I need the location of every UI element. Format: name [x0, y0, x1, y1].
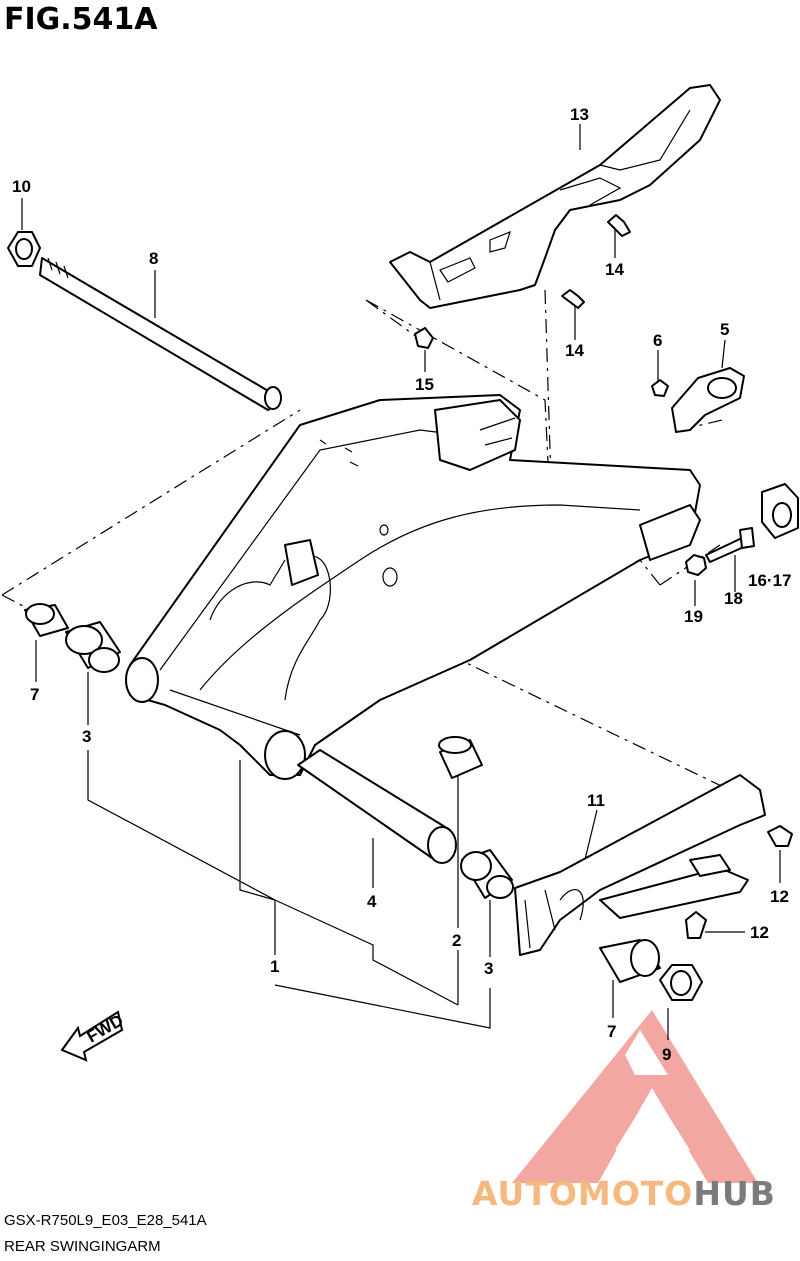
part-5-bracket — [671, 367, 745, 433]
footer-code: GSX-R750L9_E03_E28_541A — [4, 1212, 207, 1229]
part-4-pipe — [297, 749, 457, 864]
figure-title: FIG.541A — [4, 2, 158, 37]
part-14-screw-lower — [561, 289, 585, 309]
leader-lines — [21, 124, 781, 1040]
fwd-label: FWD — [83, 1011, 126, 1047]
part-12-screw-lower — [685, 911, 707, 939]
part-15-clip — [414, 327, 434, 349]
footer-name: REAR SWINGINGARM — [4, 1238, 161, 1255]
watermark-brand: AUTOMOTOHUB — [472, 1174, 776, 1213]
part-6-bolt — [651, 379, 669, 397]
callout-10: 10 — [12, 177, 31, 196]
callout-18: 18 — [724, 589, 743, 608]
callout-19: 19 — [684, 607, 703, 626]
callout-labels: 10 8 13 14 14 15 6 5 7 3 16·17 18 19 11 … — [12, 105, 791, 1064]
part-10-nut — [7, 231, 41, 267]
watermark-logo — [512, 1010, 758, 1183]
callout-7-left: 7 — [30, 685, 39, 704]
part-3-bearing-left — [65, 621, 121, 673]
callout-8: 8 — [149, 249, 158, 268]
part-8-axle — [39, 257, 282, 411]
callout-3-right: 3 — [484, 959, 493, 978]
fwd-arrow-icon: FWD — [60, 1010, 126, 1062]
callout-14a: 14 — [605, 260, 624, 279]
part-13-chain-cover — [389, 84, 721, 309]
callout-16-17: 16·17 — [748, 571, 791, 590]
part-3-bearing-right — [460, 849, 514, 899]
part-9-nut — [659, 964, 703, 1001]
callout-1: 1 — [270, 957, 279, 976]
callout-3-left: 3 — [82, 727, 91, 746]
callout-14b: 14 — [565, 341, 584, 360]
part-16-17-adjuster — [761, 483, 799, 539]
part-12-screw-upper — [767, 825, 793, 847]
part-1-swingarm — [125, 394, 701, 780]
part-2-needle-bearing — [438, 736, 483, 779]
callout-5: 5 — [720, 320, 729, 339]
part-18-bolt — [705, 527, 755, 563]
part-11-chain-buffer — [514, 774, 766, 956]
callout-4: 4 — [367, 892, 377, 911]
callout-2: 2 — [452, 931, 461, 950]
callout-9: 9 — [662, 1045, 671, 1064]
callout-15: 15 — [415, 375, 434, 394]
part-7-collar-left — [24, 603, 69, 637]
watermark-brand-part1: AUTOMOTO — [472, 1174, 694, 1213]
part-19-nut — [685, 554, 707, 576]
part-14-screw-upper — [607, 214, 631, 237]
callout-13: 13 — [570, 105, 589, 124]
callout-11: 11 — [587, 791, 605, 810]
callout-7-right: 7 — [607, 1022, 616, 1041]
part-7-collar-right — [599, 939, 661, 983]
watermark-brand-part2: HUB — [693, 1174, 776, 1213]
callout-12-lower: 12 — [750, 923, 769, 942]
callout-12-right: 12 — [770, 887, 789, 906]
callout-6: 6 — [653, 331, 662, 350]
